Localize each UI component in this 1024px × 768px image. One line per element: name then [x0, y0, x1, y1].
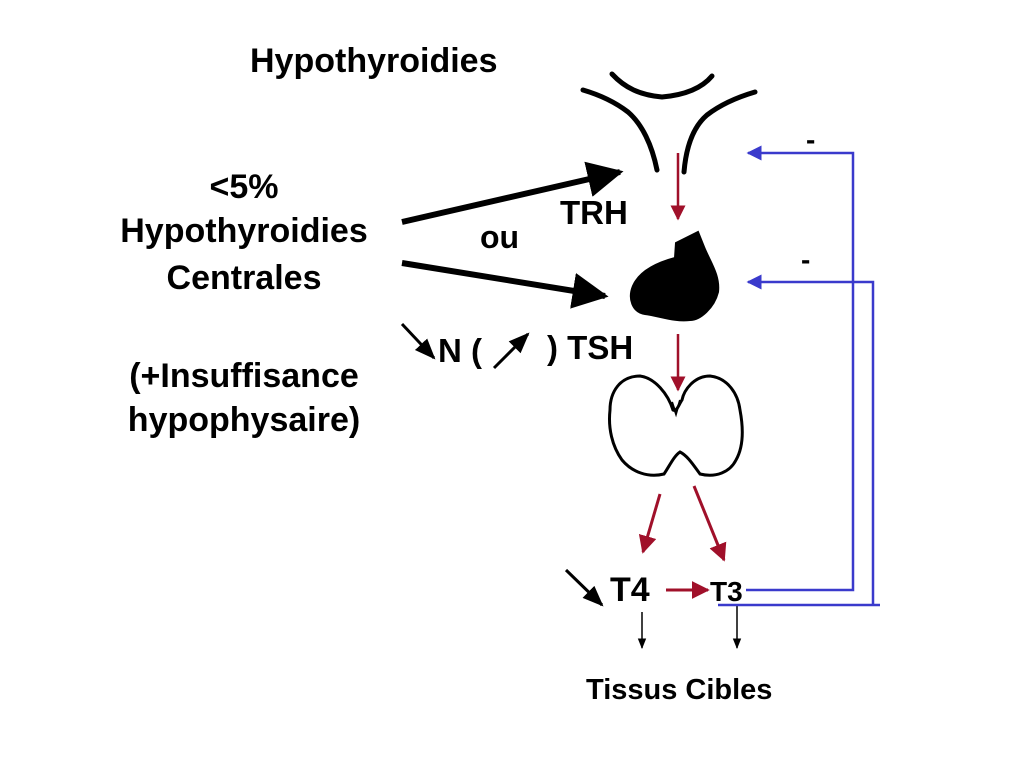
pituitary-icon: [629, 230, 720, 322]
left-insuffisance: (+Insuffisance: [129, 357, 359, 395]
thyroid-to-t3-arrow: [692, 485, 727, 562]
up-arrow-icon: [492, 332, 530, 370]
t4-down-arrow-icon: [564, 568, 604, 607]
left-centrales: Centrales: [166, 259, 322, 297]
left-percent: <5%: [209, 168, 279, 206]
arrow-to-hypothalamus: [401, 161, 624, 225]
thyroid-to-t4-arrow: [638, 493, 662, 554]
t3-label: T3: [710, 576, 743, 607]
title: Hypothyroidies: [250, 42, 498, 80]
or-label: ou: [480, 219, 520, 255]
tsh-label-close: ) TSH: [547, 329, 634, 366]
thyroid-icon: [608, 374, 744, 477]
left-hypophysaire: hypophysaire): [127, 401, 361, 439]
feedback-minus-top: -: [806, 124, 816, 155]
feedback-loop: [718, 145, 880, 607]
feedback-minus-mid: -: [801, 244, 811, 275]
arrow-to-pituitary: [401, 260, 609, 309]
down-arrow-icon: [400, 322, 436, 360]
hypothalamus-icon: [580, 71, 758, 175]
target-tissues-label: Tissus Cibles: [586, 674, 773, 706]
tsh-label-open: N (: [438, 332, 482, 369]
t4-label: T4: [610, 571, 650, 609]
trh-label: TRH: [560, 194, 628, 231]
left-hypothyroidies: Hypothyroidies: [120, 212, 368, 250]
